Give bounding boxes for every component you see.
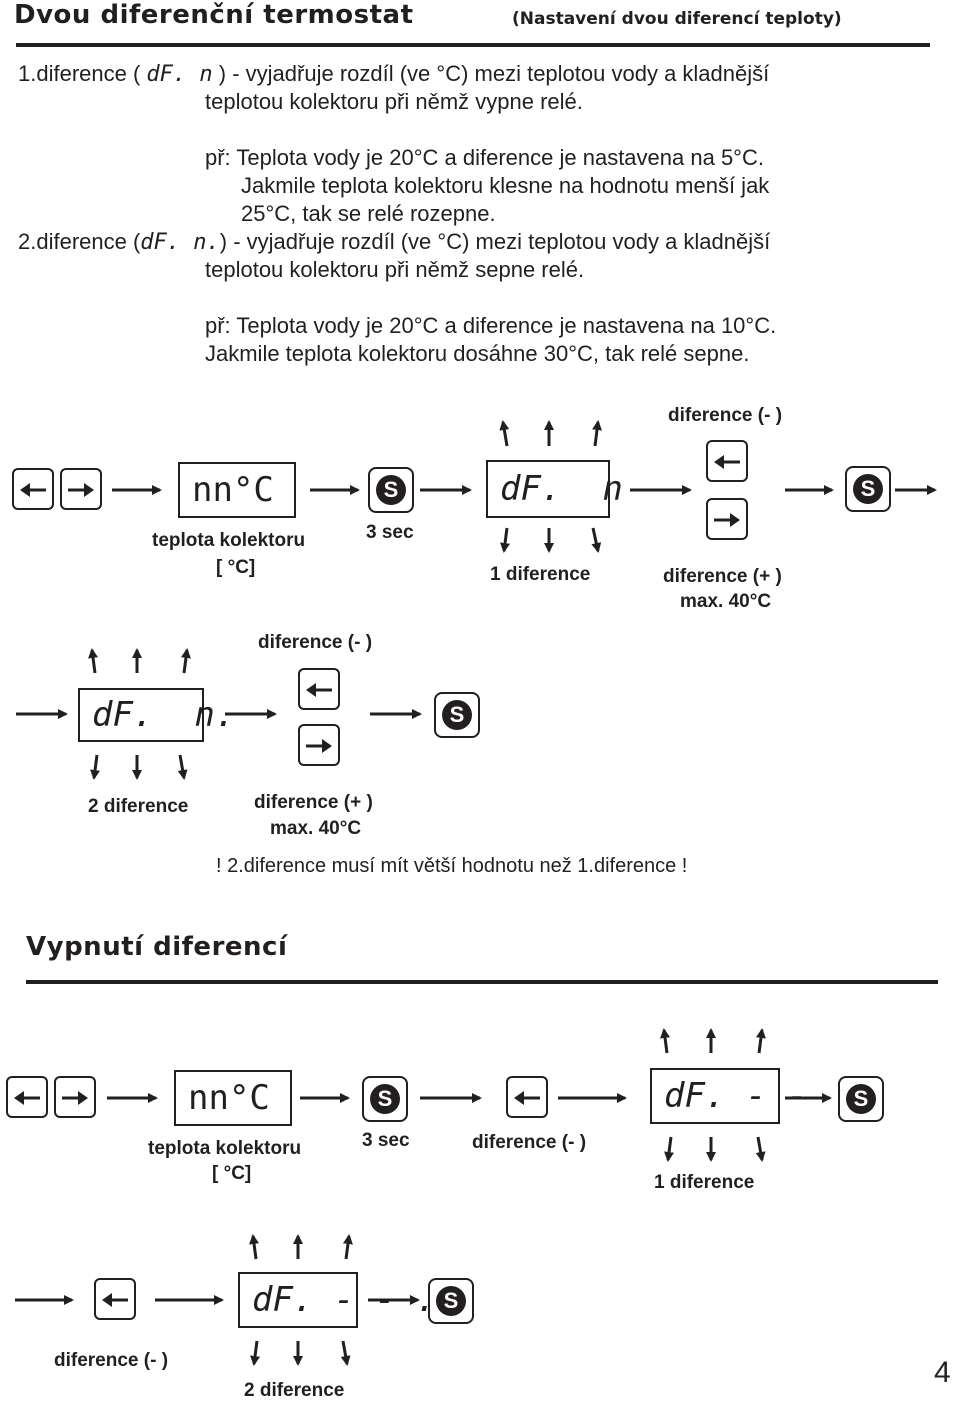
label-2-diff: 2 diference (244, 1380, 345, 1401)
display-collector-temp: nn°C (174, 1070, 292, 1126)
set-button[interactable]: S (845, 466, 891, 512)
label-collector-temp: teplota kolektoru (152, 530, 306, 551)
set-icon: S (846, 1084, 876, 1114)
left-key[interactable] (506, 1076, 548, 1118)
arrow-left-icon (14, 1091, 40, 1105)
label-unit: [ °C] (212, 1163, 252, 1184)
left-key[interactable] (298, 668, 340, 710)
page-number: 4 (934, 1356, 951, 1389)
left-key[interactable] (12, 468, 54, 510)
left-key[interactable] (94, 1278, 136, 1320)
set-icon: S (436, 1286, 466, 1316)
set-icon: S (853, 474, 883, 504)
display-diff2: dF. n. (78, 688, 235, 742)
label-diff-minus: diference (- ) (668, 405, 783, 426)
diff2-code: dF. n. (140, 230, 220, 255)
set-icon: S (370, 1084, 400, 1114)
set-button[interactable]: S (362, 1076, 408, 1122)
display-text: nn°C (192, 470, 274, 510)
diff1-line1: 1.diference ( dF. n ) - vyjadřuje rozdíl… (18, 60, 769, 89)
example1-line3: 25°C, tak se relé rozepne. (241, 201, 496, 226)
arrow-left-icon (514, 1091, 540, 1105)
right-key[interactable] (706, 498, 748, 540)
example2-line1: př: Teplota vody je 20°C a diference je … (205, 313, 777, 338)
label-diff-plus: diference (+ ) (663, 566, 782, 587)
label-diff-plus: diference (+ ) (254, 792, 373, 813)
section2-rule (26, 980, 938, 984)
label-1-diff: 1 diference (490, 564, 591, 585)
display-diff1: dF. n (486, 460, 623, 518)
label-diff-minus: diference (- ) (258, 632, 373, 653)
example2-line2: Jakmile teplota kolektoru dosáhne 30°C, … (205, 341, 750, 366)
arrow-left-icon (20, 483, 46, 497)
arrow-right-icon (68, 483, 94, 497)
arrow-right-icon (306, 739, 332, 753)
warning-text: ! 2.diference musí mít větší hodnotu než… (216, 855, 688, 877)
label-unit: [ °C] (216, 557, 256, 578)
left-key[interactable] (706, 440, 748, 482)
diff2-line1: 2.diference (dF. n.) - vyjadřuje rozdíl … (18, 228, 770, 257)
arrow-left-icon (306, 683, 332, 697)
diff2-line2: teplotou kolektoru při němž sepne relé. (205, 257, 585, 282)
diff1-suffix: ) - vyjadřuje rozdíl (ve °C) mezi teplot… (218, 61, 770, 86)
display-text: nn°C (188, 1078, 270, 1118)
title-rule (16, 43, 930, 47)
section-subtitle: (Nastavení dvou diferencí teploty) (512, 9, 842, 29)
section2-title: Vypnutí diferencí (26, 932, 288, 962)
label-diff-minus: diference (- ) (54, 1350, 169, 1371)
display-text: dF. n. (92, 695, 236, 735)
label-3sec: 3 sec (362, 1130, 410, 1151)
arrow-right-icon (714, 513, 740, 527)
label-max: max. 40°C (680, 591, 772, 612)
diff1-prefix: 1.diference ( (18, 61, 141, 86)
display-diff2-off: dF. - - . (238, 1272, 436, 1328)
diff1-line2: teplotou kolektoru při němž vypne relé. (205, 89, 583, 114)
label-2-diff: 2 diference (88, 796, 189, 817)
set-button[interactable]: S (838, 1076, 884, 1122)
example1-line2: Jakmile teplota kolektoru klesne na hodn… (241, 173, 770, 198)
display-text: dF. n (500, 469, 623, 509)
label-diff-minus: diference (- ) (472, 1132, 587, 1153)
example1-line1: př: Teplota vody je 20°C a diference je … (205, 145, 764, 170)
display-text: dF. - - . (252, 1280, 437, 1320)
set-icon: S (376, 475, 406, 505)
right-key[interactable] (298, 724, 340, 766)
label-1-diff: 1 diference (654, 1172, 755, 1193)
display-diff1-off: dF. - - (650, 1068, 807, 1124)
set-button[interactable]: S (428, 1278, 474, 1324)
right-key[interactable] (60, 468, 102, 510)
label-collector-temp: teplota kolektoru (148, 1138, 302, 1159)
set-button[interactable]: S (368, 467, 414, 513)
right-key[interactable] (54, 1076, 96, 1118)
display-collector-temp: nn°C (178, 462, 296, 518)
set-button[interactable]: S (434, 692, 480, 738)
arrow-left-icon (102, 1293, 128, 1307)
arrow-left-icon (714, 455, 740, 469)
display-text: dF. - - (664, 1076, 808, 1116)
set-icon: S (442, 700, 472, 730)
diff2-prefix: 2.diference ( (18, 229, 141, 254)
label-max: max. 40°C (270, 818, 362, 839)
section-title: Dvou diferenční termostat (14, 0, 414, 30)
label-3sec: 3 sec (366, 522, 414, 543)
diff2-suffix: ) - vyjadřuje rozdíl (ve °C) mezi teplot… (219, 229, 771, 254)
arrow-right-icon (62, 1091, 88, 1105)
left-key[interactable] (6, 1076, 48, 1118)
diff1-code: dF. n (146, 62, 213, 87)
